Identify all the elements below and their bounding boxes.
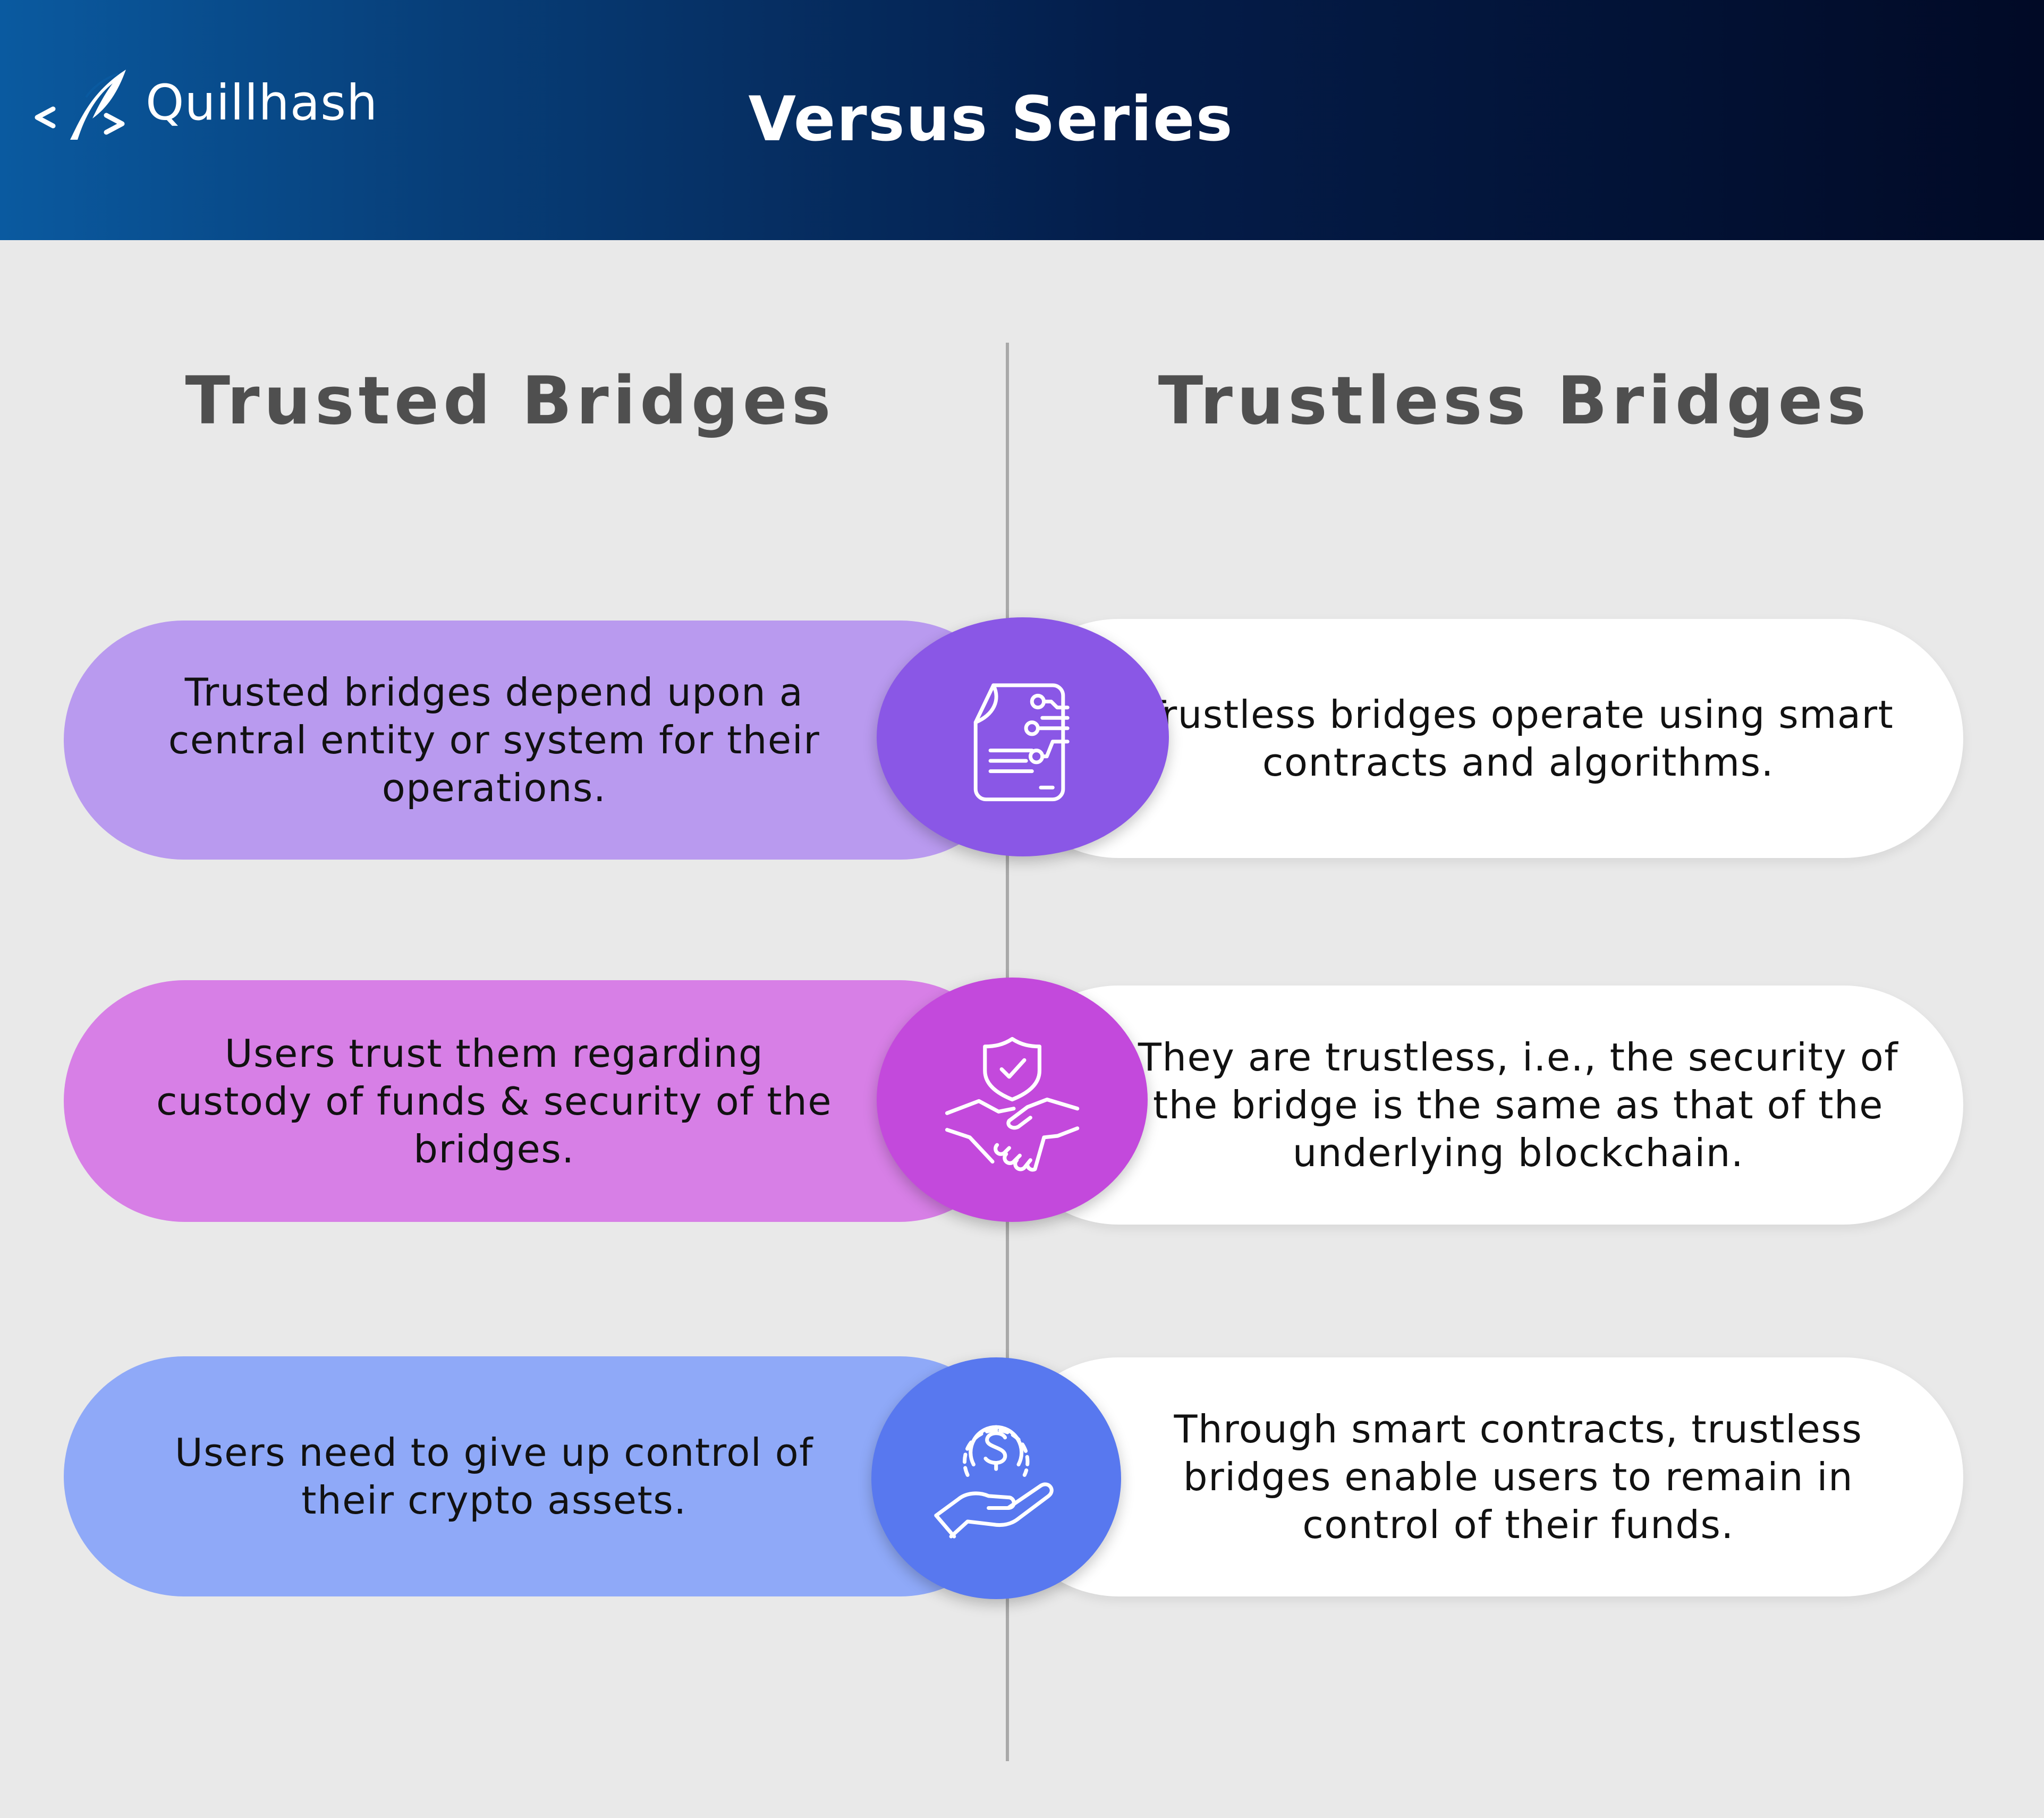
row-2-trusted-text: Users trust them regarding custody of fu…: [156, 1031, 833, 1171]
handshake-shield-icon: [945, 1037, 1080, 1172]
quillhash-logo: Quillhash: [33, 57, 378, 148]
page-title: Versus Series: [748, 83, 1234, 155]
row-2-trusted-card: Users trust them regarding custody of fu…: [64, 980, 1020, 1222]
row-2-trustless-card: They are trustless, i.e., the security o…: [999, 986, 1963, 1225]
row-1-icon-circle: [877, 617, 1169, 856]
hand-coin-icon: [934, 1425, 1054, 1539]
row-3-trusted-card: Users need to give up control of their c…: [64, 1356, 1020, 1596]
row-1-trusted-text: Trusted bridges depend upon a central en…: [168, 670, 820, 810]
row-2-trustless-text: They are trustless, i.e., the security o…: [1138, 1035, 1899, 1175]
row-3-trustless-text: Through smart contracts, trustless bridg…: [1174, 1407, 1863, 1547]
row-3-trusted-text: Users need to give up control of their c…: [174, 1430, 814, 1523]
row-3-icon-circle: [871, 1357, 1121, 1599]
row-2-icon-circle: [877, 978, 1148, 1222]
row-3-trustless-card: Through smart contracts, trustless bridg…: [999, 1357, 1963, 1596]
header-banner: Quillhash Versus Series: [0, 0, 2044, 240]
right-column-title: Trustless Bridges: [1158, 363, 1871, 439]
quill-logo-icon: [35, 70, 126, 140]
left-column-title: Trusted Bridges: [185, 363, 835, 439]
row-1-trustless-text: Trustless bridges operate using smart co…: [1142, 692, 1894, 785]
smart-contract-document-icon: [973, 683, 1070, 801]
brand-name: Quillhash: [146, 74, 378, 131]
row-1-trusted-card: Trusted bridges depend upon a central en…: [64, 621, 1020, 860]
